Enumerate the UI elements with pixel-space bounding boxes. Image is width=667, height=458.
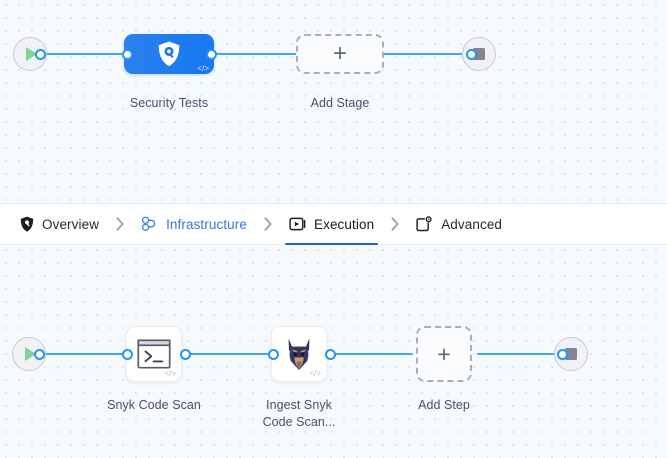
add-step-label: Add Step xyxy=(418,398,470,412)
port-security-tests-in[interactable] xyxy=(122,48,133,60)
port-snyk-code-scan-out[interactable] xyxy=(180,348,191,360)
port-security-tests-out[interactable] xyxy=(206,48,217,60)
tab-separator-1 xyxy=(103,204,137,244)
port-end-in[interactable] xyxy=(466,48,477,60)
chevron-right-icon xyxy=(116,217,124,231)
play-icon xyxy=(26,47,37,61)
step-node-ingest-snyk-code-scan[interactable]: </> xyxy=(271,326,327,382)
plus-icon: + xyxy=(437,340,451,367)
edge-start-to-snyk-code-scan xyxy=(36,353,132,355)
tab-infrastructure-label: Infrastructure xyxy=(166,216,247,232)
plus-icon: + xyxy=(332,40,347,67)
tab-execution[interactable]: Execution xyxy=(285,204,379,245)
snyk-doberman-icon xyxy=(288,338,310,370)
tab-overview-label: Overview xyxy=(42,216,100,232)
edge-security-tests-to-add-stage xyxy=(212,53,302,55)
play-box-icon xyxy=(289,216,306,232)
tab-separator-2 xyxy=(251,204,285,244)
tab-infrastructure[interactable]: Infrastructure xyxy=(137,204,251,244)
port-ingest-snyk-in[interactable] xyxy=(268,348,279,360)
chevron-right-icon xyxy=(264,217,272,231)
stage-canvas-background xyxy=(0,0,667,203)
step-label-snyk-code-scan: Snyk Code Scan xyxy=(107,398,201,412)
port-exec-end-in[interactable] xyxy=(557,348,568,360)
port-snyk-code-scan-in[interactable] xyxy=(122,348,133,360)
chevron-right-icon xyxy=(391,217,399,231)
shield-search-icon xyxy=(158,41,180,67)
edge-ingest-to-add-step xyxy=(331,353,413,355)
port-ingest-snyk-out[interactable] xyxy=(325,348,336,360)
tab-advanced-label: Advanced xyxy=(441,216,503,232)
shield-icon xyxy=(20,216,34,232)
port-exec-start-out[interactable] xyxy=(34,348,45,360)
step-code-badge: </> xyxy=(309,369,321,378)
execution-pipeline-row: </> Snyk Code Scan xyxy=(0,245,667,458)
add-step-button[interactable]: + xyxy=(416,326,472,382)
step-code-badge: </> xyxy=(164,369,176,378)
stop-icon xyxy=(565,348,577,360)
tab-execution-active-indicator xyxy=(285,242,379,245)
terminal-icon xyxy=(137,339,171,369)
tab-separator-3 xyxy=(378,204,412,244)
add-stage-button[interactable]: + xyxy=(296,34,384,74)
step-label-ingest-snyk-line2: Code Scan... xyxy=(262,415,336,429)
step-node-snyk-code-scan[interactable]: </> xyxy=(126,326,182,382)
tab-overview[interactable]: Overview xyxy=(16,204,103,244)
nodes-icon xyxy=(141,216,158,232)
tab-execution-label: Execution xyxy=(314,216,375,232)
stage-pipeline-row: </> Security Tests + Add Stage xyxy=(0,0,667,203)
stage-code-badge: </> xyxy=(197,64,209,73)
edge-add-stage-to-end xyxy=(378,53,474,55)
step-label-ingest-snyk-line1: Ingest Snyk xyxy=(266,398,332,412)
pipeline-tab-bar: Overview Infrastructure xyxy=(0,203,667,245)
add-stage-label: Add Stage xyxy=(310,96,370,110)
play-icon xyxy=(25,347,36,361)
tabbar-left-spacer xyxy=(0,204,16,244)
tab-advanced[interactable]: Advanced xyxy=(412,204,506,244)
edge-snyk-code-scan-to-ingest xyxy=(186,353,278,355)
edge-start-to-security-tests xyxy=(36,53,128,55)
stage-node-security-tests[interactable]: </> xyxy=(124,34,214,74)
stage-label-security-tests: Security Tests xyxy=(129,96,209,110)
card-gear-icon xyxy=(416,216,433,232)
edge-add-step-to-end xyxy=(477,353,565,355)
port-start-out[interactable] xyxy=(35,48,46,60)
